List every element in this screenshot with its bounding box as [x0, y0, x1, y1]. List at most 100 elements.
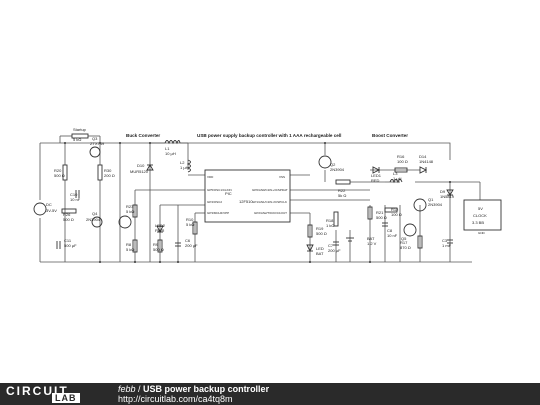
q3-transistor: Q3 ZTX749: [89, 136, 105, 158]
svg-text:GP3/MCLR/VPP: GP3/MCLR/VPP: [207, 211, 229, 215]
svg-text:DC: DC: [46, 202, 52, 207]
svg-text:GP5/OSC1/CLKIN: GP5/OSC1/CLKIN: [207, 188, 232, 192]
circuit-url[interactable]: http://circuitlab.com/ca4tq8m: [118, 394, 233, 404]
q-buck-transistor: [118, 215, 132, 229]
svg-text:5 kΩ: 5 kΩ: [126, 209, 134, 214]
q1-transistor: Q1 2N3904: [413, 197, 443, 212]
svg-text:R16: R16: [397, 154, 405, 159]
svg-text:500 Ω: 500 Ω: [153, 247, 164, 252]
svg-text:LED1: LED1: [371, 173, 382, 178]
svg-text:R10: R10: [186, 217, 194, 222]
r26-resistor: R26 500 Ω: [61, 208, 77, 222]
d9-diode: D9 1N5819: [440, 189, 455, 199]
svg-text:500 Ω: 500 Ω: [376, 215, 387, 220]
pic-microcontroller: PIC 12F510 VDD GP5/OSC1/CLKIN GP4/OSC2 G…: [204, 169, 291, 223]
main-title: USB power supply backup controller with …: [197, 133, 341, 138]
svg-text:R19: R19: [316, 226, 324, 231]
svg-text:Q3: Q3: [92, 136, 98, 141]
q5-transistor: Q5: [401, 223, 417, 241]
svg-text:D10: D10: [137, 163, 145, 168]
svg-text:870 Ω: 870 Ω: [400, 245, 411, 250]
svg-text:100 Ω: 100 Ω: [391, 212, 402, 217]
r12-resistor: R12 100 Ω: [384, 207, 402, 217]
c6-capacitor: C6 200 µF: [175, 238, 198, 248]
svg-text:10 µH: 10 µH: [165, 151, 176, 156]
boost-converter-title: Boost Converter: [372, 133, 408, 138]
svg-text:C3: C3: [442, 238, 448, 243]
svg-text:5k Ω: 5k Ω: [338, 193, 346, 198]
svg-text:L2: L2: [180, 160, 185, 165]
svg-text:GP4/OSC2: GP4/OSC2: [207, 200, 222, 204]
svg-text:GP0/AN0/C1IN+/ICSPDAT: GP0/AN0/C1IN+/ICSPDAT: [252, 188, 288, 192]
r18-resistor: R18 1 kΩ: [326, 211, 339, 228]
svg-text:1N4148: 1N4148: [419, 159, 434, 164]
svg-text:GP2/AN2/T0CKI/C1OUT: GP2/AN2/T0CKI/C1OUT: [254, 211, 287, 215]
led2-diode: LED2 PWR: [155, 223, 166, 234]
c7-capacitor: C7 200 µF: [328, 241, 341, 253]
r19-resistor: R19 500 Ω: [307, 224, 327, 238]
svg-text:C11: C11: [64, 238, 72, 243]
author-link[interactable]: febb: [118, 384, 136, 394]
svg-text:BAT: BAT: [316, 251, 324, 256]
svg-text:Q5: Q5: [401, 236, 407, 241]
c3-capacitor: C3 1 mF: [442, 238, 453, 248]
svg-text:R20: R20: [54, 168, 62, 173]
svg-text:Q4: Q4: [92, 211, 98, 216]
svg-text:12F510: 12F510: [239, 199, 253, 204]
svg-text:500 Ω: 500 Ω: [316, 231, 327, 236]
svg-text:VDD: VDD: [207, 175, 214, 179]
svg-text:C7: C7: [328, 243, 334, 248]
svg-text:CLOCK: CLOCK: [473, 213, 487, 218]
svg-text:10 nF: 10 nF: [387, 233, 398, 238]
r16-resistor: R16 100 Ω: [394, 154, 408, 173]
svg-text:ZTX749: ZTX749: [90, 141, 105, 146]
r9-resistor: R9 500 Ω: [153, 239, 164, 253]
svg-text:R9: R9: [153, 242, 159, 247]
l2-inductor: L2 1 µH: [180, 159, 191, 173]
svg-text:R30: R30: [104, 168, 112, 173]
svg-text:200 µF: 200 µF: [185, 243, 198, 248]
footer-title-line: febb / USB power backup controller: [118, 384, 270, 394]
svg-text:500 Ω: 500 Ω: [54, 173, 65, 178]
svg-text:D9: D9: [440, 189, 446, 194]
svg-text:R23: R23: [126, 204, 134, 209]
svg-text:R21: R21: [376, 210, 384, 215]
led1-diode: LED1 RED: [371, 166, 382, 183]
clock-module: 5V CLOCK 3.3 BB GND: [463, 199, 502, 235]
d10-diode: D10 MUR5120: [130, 163, 154, 174]
svg-text:5 kΩ: 5 kΩ: [186, 222, 194, 227]
r17-resistor: R17 870 Ω: [400, 235, 423, 250]
l1-inductor: L1 10 µH: [164, 140, 181, 156]
buck-converter-title: Buck Converter: [126, 133, 160, 138]
wires: [39, 135, 481, 263]
r30-resistor: R30 200 Ω: [97, 164, 115, 181]
c10-capacitor: C10 10 nF: [70, 190, 81, 202]
svg-text:1 µH: 1 µH: [393, 176, 402, 181]
c8-capacitor: C8 10 nF: [382, 222, 398, 238]
svg-text:Q1: Q1: [428, 197, 434, 202]
svg-text:PIC: PIC: [225, 191, 232, 196]
svg-text:Q2: Q2: [330, 162, 336, 167]
svg-text:3V-5V: 3V-5V: [46, 208, 57, 213]
svg-text:MUR5120: MUR5120: [130, 169, 149, 174]
svg-text:C6: C6: [185, 238, 191, 243]
circuit-title: USB power backup controller: [143, 384, 270, 394]
c11-capacitor: C11 500 µF: [56, 238, 77, 249]
svg-text:D14: D14: [419, 154, 427, 159]
svg-text:200 Ω: 200 Ω: [104, 173, 115, 178]
footer-bar: CIRCUIT LAB febb / USB power backup cont…: [0, 383, 540, 405]
svg-text:LED2: LED2: [155, 223, 166, 228]
svg-text:L3: L3: [393, 171, 398, 176]
dc-source: DC 3V-5V: [33, 202, 57, 216]
svg-text:2N3904: 2N3904: [428, 202, 443, 207]
r10-resistor: R10 5 kΩ: [186, 217, 198, 235]
svg-text:R12: R12: [391, 207, 399, 212]
svg-text:500 µF: 500 µF: [64, 243, 77, 248]
q4-transistor: Q4 2N3904: [86, 211, 103, 228]
svg-text:3.3 BB: 3.3 BB: [472, 220, 484, 225]
circuitlab-logo[interactable]: CIRCUIT LAB: [6, 384, 96, 404]
svg-text:C10: C10: [70, 192, 78, 197]
svg-text:Startup: Startup: [73, 127, 87, 132]
svg-text:2N3904: 2N3904: [86, 217, 101, 222]
d14-diode: D14 1N4148: [419, 154, 434, 174]
